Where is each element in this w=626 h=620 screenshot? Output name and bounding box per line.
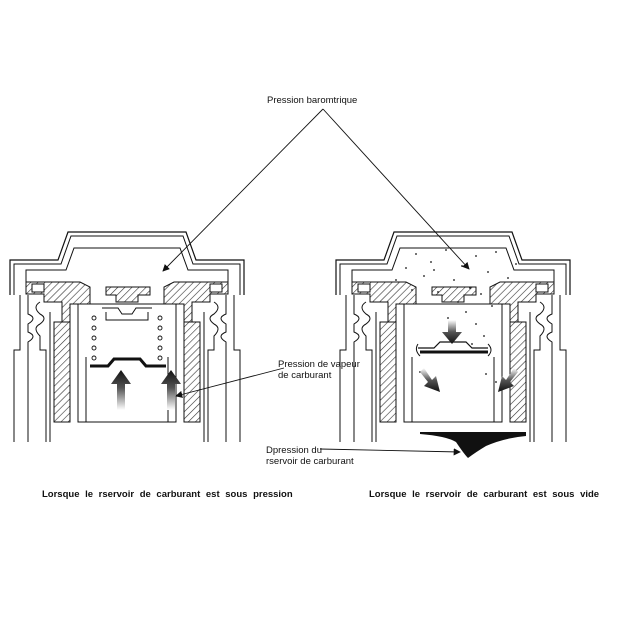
right-cap-cross-section <box>335 231 571 458</box>
vapor-pressure-label-line2: de carburant <box>278 370 332 381</box>
barometric-pressure-label: Pression baromtrique <box>267 95 358 106</box>
tank-depression-shape <box>420 432 526 458</box>
air-particles <box>395 249 517 383</box>
tank-depression-label-line2: rservoir de carburant <box>266 456 354 467</box>
right-caption: Lorsque le rservoir de carburant est sou… <box>369 489 600 500</box>
left-cap-cross-section <box>9 231 245 443</box>
vapor-pressure-label-line1: Pression de vapeur <box>278 359 360 370</box>
tank-depression-label: Dpression du rservoir de carburant <box>266 445 354 467</box>
vacuum-arrows <box>420 320 518 392</box>
vapor-pressure-label: Pression de vapeur de carburant <box>278 359 360 381</box>
vapor-pressure-arrows <box>111 370 181 410</box>
leader-lines <box>162 108 470 456</box>
tank-depression-label-line1: Dpression du <box>266 445 322 456</box>
left-caption: Lorsque le rservoir de carburant est sou… <box>42 489 293 500</box>
